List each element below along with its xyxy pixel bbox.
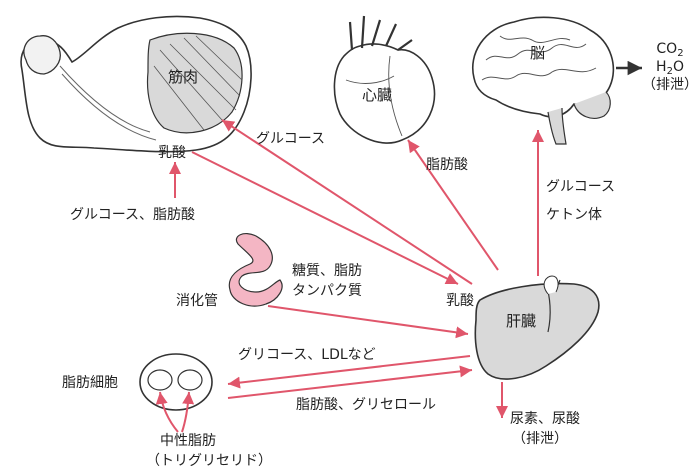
heart-illustration: [333, 15, 436, 144]
glucose-fatty-acid-label: グルコース、脂肪酸: [70, 207, 196, 223]
lactate-muscle-label: 乳酸: [158, 145, 186, 161]
arrow-adipose-to-liver: [227, 365, 473, 399]
neutral-fat-label: 中性脂肪: [160, 433, 216, 449]
muscle-label: 筋肉: [168, 68, 199, 86]
arrow-liver-to-muscle-glucose: [221, 119, 473, 285]
fist-outline: [23, 35, 61, 75]
brain-label: 脳: [530, 44, 546, 62]
glucose-to-muscle-label: グルコース: [256, 131, 326, 147]
urea-excretion-label: （排泄）: [512, 431, 568, 447]
liver-label: 肝臓: [506, 312, 537, 330]
brain-excretion-label: （排泄）: [642, 77, 698, 93]
fatty-acid-glycerol-label: 脂肪酸、グリセロール: [296, 397, 436, 413]
arrow-neutral-fat-left: [155, 391, 179, 433]
digestive-protein-label: タンパク質: [292, 283, 362, 299]
muscle-fibers: [153, 35, 243, 131]
liver-illustration: [474, 275, 600, 380]
heart-body: [333, 43, 436, 144]
digestive-illustration: [228, 232, 283, 307]
digestive-label: 消化管: [176, 293, 218, 309]
brain-illustration: [472, 16, 615, 145]
brain-stem: [547, 107, 567, 145]
heart-detail: [345, 55, 403, 137]
heart-label: 心臓: [362, 86, 393, 104]
muscle-belly: [146, 32, 243, 134]
fatty-acid-heart-label: 脂肪酸: [426, 157, 468, 173]
brain-ketone-label: ケトン体: [546, 207, 602, 223]
arm-muscle-illustration: [20, 15, 252, 153]
urea-uric-label: 尿素、尿酸: [510, 411, 580, 427]
liver-vessels: [543, 275, 559, 295]
brain-glucose-label: グルコース: [546, 179, 616, 195]
arrow-neutral-fat-right: [181, 391, 195, 433]
heart-vessels: [348, 15, 413, 51]
glucose-ldl-label: グリコース、LDLなど: [238, 347, 376, 363]
arrow-liver-to-heart: [407, 139, 499, 271]
gut-body: [228, 232, 283, 307]
co2-label: CO2: [656, 41, 684, 59]
brain-gyri: [481, 35, 597, 81]
adipose-illustration: [139, 353, 213, 411]
fat-droplet-left: [147, 369, 173, 391]
digestive-sugar-fat-label: 糖質、脂肪: [292, 263, 362, 279]
arrow-liver-to-adipose: [227, 355, 471, 389]
triglyceride-label: （トリグリセリド）: [146, 453, 272, 469]
h2o-label: H2O: [656, 59, 684, 77]
arrow-gut-to-liver: [267, 305, 469, 339]
forearm-bones: [59, 65, 157, 141]
liver-body: [474, 282, 600, 380]
flow-arrows: [155, 119, 544, 433]
adipose-label: 脂肪細胞: [62, 375, 118, 391]
arrow-muscle-lactate-to-liver: [191, 151, 459, 285]
lactate-liver-label: 乳酸: [446, 293, 474, 309]
fat-droplet-right: [177, 369, 203, 391]
cerebellum: [573, 91, 611, 119]
